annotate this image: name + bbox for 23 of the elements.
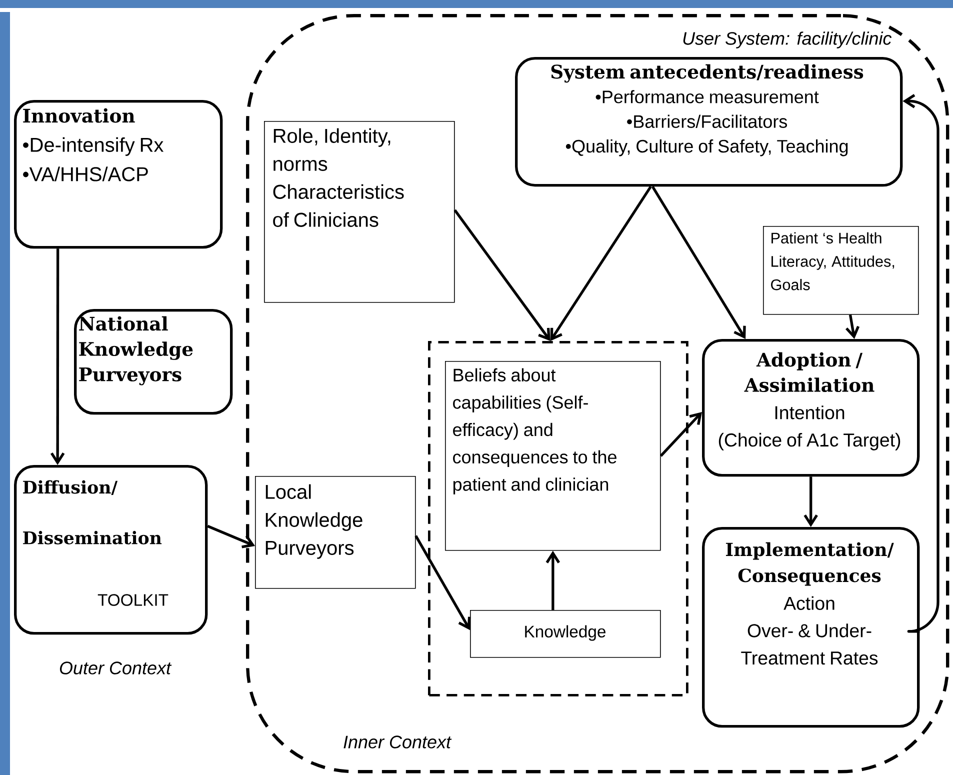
arrow: [50, 248, 65, 465]
arrow: [902, 94, 940, 633]
rounded-box: System antecedents/readiness •Performance measurement •Barriers/Facilitators •Quality, Culture of Safety, Teaching: [515, 57, 903, 187]
arrow: [207, 524, 255, 548]
rounded-box: Innovation •De-intensify Rx •VA/HHS/ACP: [14, 100, 223, 249]
arrow: [846, 314, 860, 339]
arrow: [550, 186, 652, 341]
arrow: [660, 412, 702, 457]
text-box: Knowledge: [470, 610, 661, 658]
rounded-box: Diffusion/ Dissemination TOOLKIT: [14, 465, 208, 635]
arrow: [804, 476, 818, 527]
text-box: Local Knowledge Purveyors: [255, 476, 416, 589]
text-box: Beliefs about capabilities (Self-efficacy) and consequences to the patient and clinician: [445, 361, 661, 551]
context-label: Outer Context: [60, 662, 172, 674]
arrow: [454, 209, 550, 341]
rounded-box: National Knowledge Purveyors: [74, 309, 233, 415]
rounded-box: Implementation/ Consequences Action Over- & Under- Treatment Rates: [702, 527, 920, 728]
text-box: Patient ‘s Health Literacy, Attitudes, Goals: [763, 226, 919, 315]
dashed-box: [428, 341, 688, 696]
rounded-box: Adoption / Assimilation Intention (Choice of A1c Target): [702, 339, 920, 477]
arrow: [652, 186, 746, 339]
text-box: Role, Identity, norms Characteristics of Clinicians: [264, 121, 455, 303]
arrow: [546, 550, 560, 610]
